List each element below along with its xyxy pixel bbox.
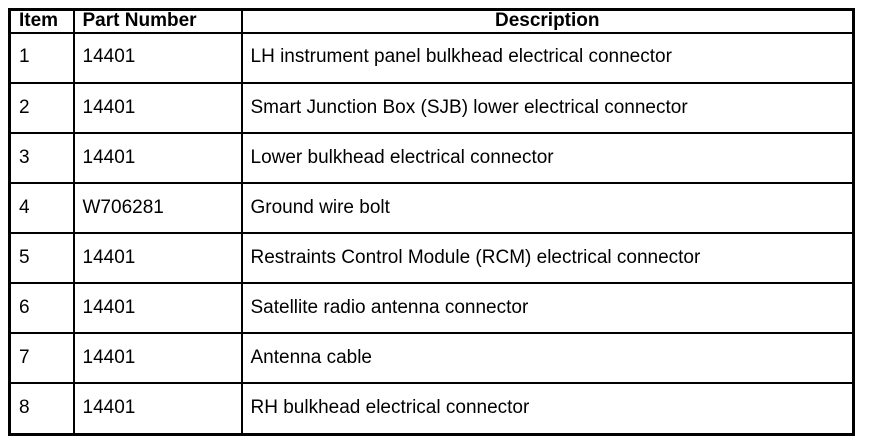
cell-part-number: 14401 [72,282,243,335]
cell-item: 1 [8,31,75,84]
cell-item: 6 [8,282,75,335]
cell-part-number: 14401 [72,81,243,135]
cell-description: Smart Junction Box (SJB) lower electrica… [240,81,855,135]
cell-part-number: 14401 [72,132,243,185]
cell-description: LH instrument panel bulkhead electrical … [240,31,855,84]
cell-item: 8 [8,382,75,436]
cell-description: Restraints Control Module (RCM) electric… [240,232,855,285]
column-header-part-number: Part Number [72,8,243,34]
cell-description: Lower bulkhead electrical connector [240,132,855,185]
cell-item: 2 [8,81,75,135]
cell-part-number: 14401 [72,332,243,385]
cell-item: 5 [8,232,75,285]
cell-part-number: W706281 [72,182,243,235]
cell-part-number: 14401 [72,31,243,84]
cell-description: Antenna cable [240,332,855,385]
cell-part-number: 14401 [72,232,243,285]
cell-part-number: 14401 [72,382,243,436]
column-header-item: Item [8,8,75,34]
header-row: Item Part Number Description [8,8,855,34]
parts-table-header: Item Part Number Description [8,8,855,34]
cell-item: 4 [8,182,75,235]
cell-item: 3 [8,132,75,185]
column-header-description: Description [240,8,855,34]
cell-item: 7 [8,332,75,385]
cell-description: Ground wire bolt [240,182,855,235]
cell-description: Satellite radio antenna connector [240,282,855,335]
cell-description: RH bulkhead electrical connector [240,382,855,436]
